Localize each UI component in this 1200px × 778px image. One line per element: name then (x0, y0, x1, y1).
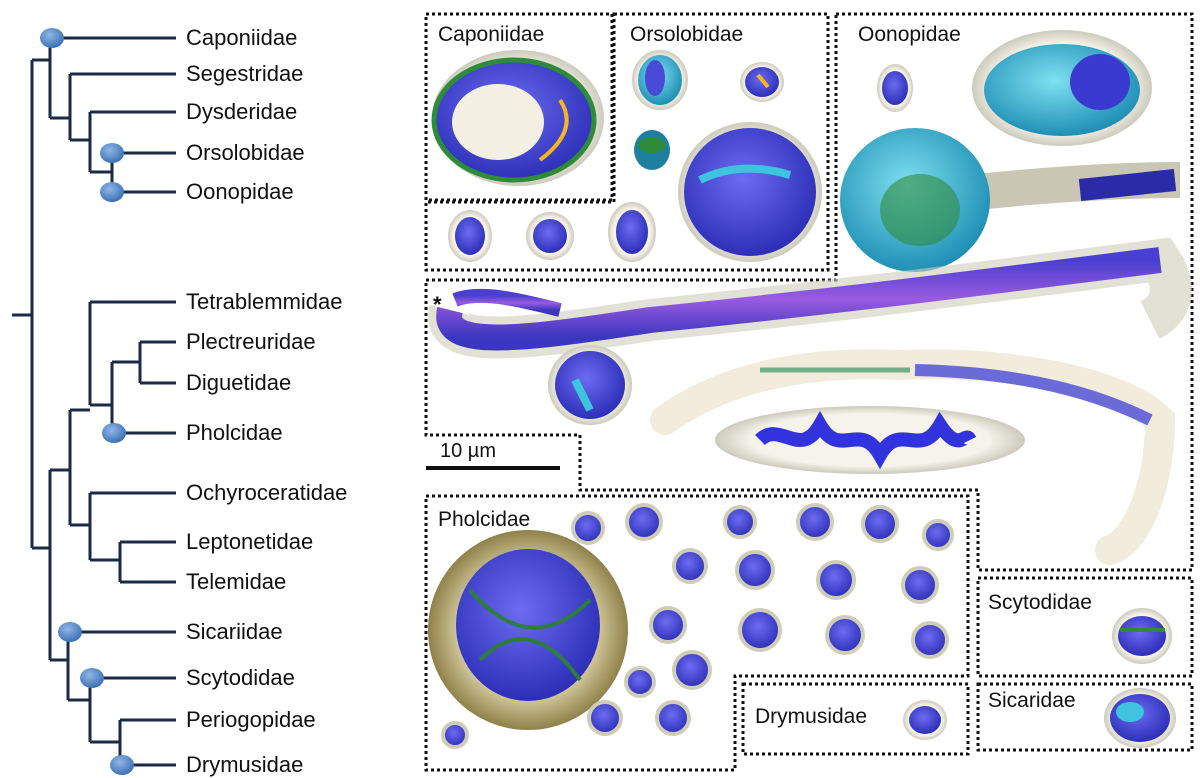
scale-bar-label: 10 µm (440, 440, 496, 462)
taxon-label: Dysderidae (186, 99, 298, 124)
sicaridae-sperm-render (1104, 688, 1176, 748)
node-drymusidae (110, 755, 134, 775)
panel-label-pholcidae: Pholcidae (438, 508, 531, 531)
node-caponiidae (40, 28, 64, 48)
taxon-label: Pholcidae (186, 420, 283, 445)
node-scytodidae (80, 668, 104, 688)
taxon-label: Tetrablemmidae (186, 289, 343, 314)
taxon-label: Scytodidae (186, 665, 295, 690)
taxon-label: Segestridae (186, 61, 304, 86)
taxon-label: Telemidae (186, 569, 287, 594)
panel-label-sicaridae: Sicaridae (988, 689, 1076, 712)
drymusidae-sperm-render (903, 700, 947, 740)
node-pholcidae (102, 423, 126, 443)
taxon-label: Leptonetidae (186, 529, 314, 554)
node-sicariidae (58, 622, 82, 642)
taxon-label: Ochyroceratidae (186, 480, 348, 505)
taxon-label: Orsolobidae (186, 140, 305, 165)
pholcidae-sperm-renders (428, 503, 954, 749)
panel-boxes (424, 12, 1194, 772)
taxon-label: Plectreuridae (186, 329, 316, 354)
tree-nodes (40, 28, 134, 775)
asterisk-marker: * (433, 292, 442, 317)
box-drymusidae (741, 682, 970, 756)
box-orsolobidae (424, 12, 830, 272)
node-orsolobidae (100, 143, 124, 163)
box-caponiidae (424, 12, 614, 202)
panel-label-orsolobidae: Orsolobidae (630, 23, 744, 46)
taxon-label: Sicariidae (186, 619, 283, 644)
phylogenetic-tree (12, 36, 176, 767)
taxon-label: Drymusidae (186, 752, 304, 777)
panel-label-drymusidae: Drymusidae (755, 705, 868, 728)
caponiidae-sperm-render (431, 50, 604, 186)
panel-label-oonopidae: Oonopidae (858, 23, 961, 46)
taxon-label: Oonopidae (186, 179, 294, 204)
node-oonopidae (100, 182, 124, 202)
panel-label-scytodidae: Scytodidae (988, 591, 1092, 614)
scytodidae-sperm-render (1112, 608, 1172, 664)
panel-label-caponiidae: Caponiidae (438, 23, 545, 46)
box-oonopidae (424, 12, 1194, 572)
taxon-label: Periogopidae (186, 707, 316, 732)
scale-bar (426, 466, 560, 470)
box-pholcidae (424, 494, 970, 772)
oonopidae-sperm-renders (840, 30, 1181, 272)
box-sicaridae (976, 682, 1194, 752)
taxon-label: Caponiidae (186, 25, 298, 50)
orsolobidae-sperm-renders (448, 50, 822, 262)
taxon-label: Diguetidae (186, 370, 292, 395)
elongated-sperm-render (428, 237, 1192, 565)
